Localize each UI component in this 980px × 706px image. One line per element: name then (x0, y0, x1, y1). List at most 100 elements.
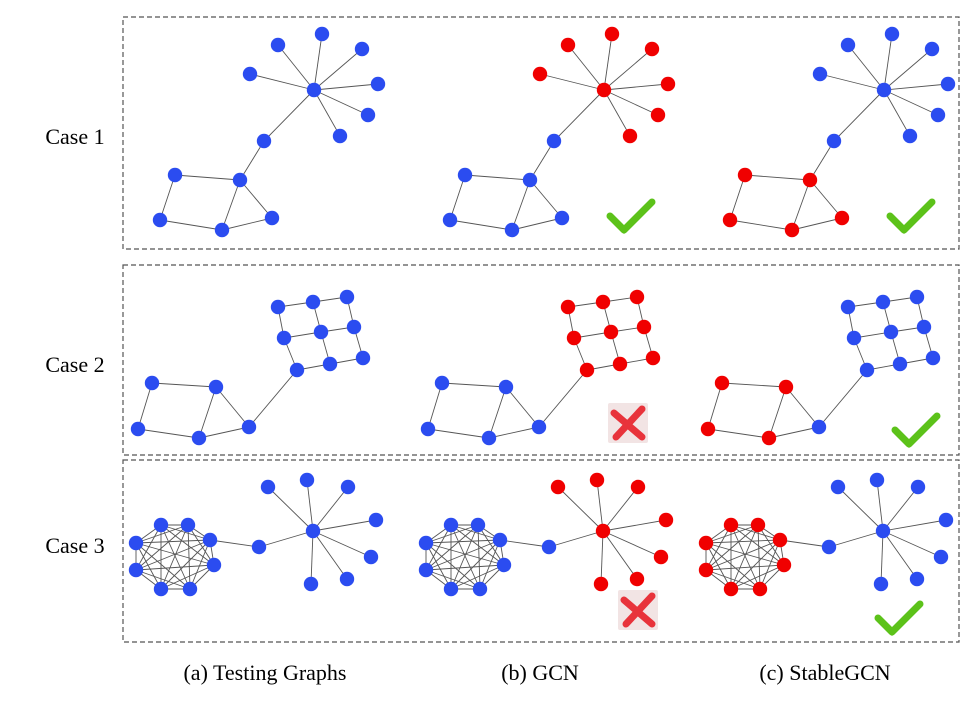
node-red (698, 562, 714, 578)
edge (450, 524, 479, 590)
check-icon (886, 198, 936, 235)
edge (603, 83, 669, 91)
edge (705, 539, 781, 571)
node-blue (830, 479, 846, 495)
nodes (698, 472, 954, 597)
edge (757, 524, 761, 590)
node-red (723, 517, 739, 533)
edge (427, 382, 443, 430)
check-brush (890, 204, 932, 235)
node-red (650, 107, 666, 123)
case-1-box (122, 16, 960, 250)
check-icon (874, 600, 924, 637)
node-blue (206, 557, 222, 573)
node-blue (884, 26, 900, 42)
nodes (418, 472, 674, 597)
node-red (723, 581, 739, 597)
node-blue (128, 562, 144, 578)
node-blue (339, 571, 355, 587)
edge (313, 89, 341, 137)
edge (159, 174, 176, 221)
node-blue (420, 421, 436, 437)
node-red (532, 66, 548, 82)
node-blue (883, 324, 899, 340)
node-blue (355, 350, 371, 366)
edge (160, 539, 211, 590)
node-blue (276, 330, 292, 346)
node-blue (256, 133, 272, 149)
node-red (550, 479, 566, 495)
edge (883, 48, 933, 91)
edge (744, 174, 811, 181)
case-2-label: Case 2 (45, 352, 105, 377)
node-blue (811, 419, 827, 435)
node-red (752, 581, 768, 597)
edge (135, 524, 189, 571)
edge (539, 73, 605, 91)
nodes (420, 289, 661, 446)
edge (882, 530, 942, 558)
node-blue (180, 517, 196, 533)
node-blue (916, 319, 932, 335)
edge (312, 486, 349, 532)
node-blue (925, 350, 941, 366)
edge (477, 524, 481, 590)
case-1-graph-3 (722, 26, 956, 238)
edge (529, 140, 555, 181)
edge (306, 479, 314, 532)
node-red (595, 523, 611, 539)
edge (312, 519, 377, 532)
node-blue (924, 41, 940, 57)
node-blue (144, 375, 160, 391)
nodes (722, 26, 956, 238)
node-red (629, 289, 645, 305)
case-2-graph-3 (700, 289, 941, 446)
edge (425, 524, 479, 571)
node-blue (892, 356, 908, 372)
edge (313, 89, 369, 116)
node-red (698, 535, 714, 551)
node-blue (554, 210, 570, 226)
node-blue (306, 82, 322, 98)
edge (876, 479, 884, 532)
edge (721, 382, 787, 388)
edge (538, 369, 588, 428)
graphs-layer (128, 26, 956, 597)
edge (135, 524, 189, 544)
node-blue (270, 299, 286, 315)
edge (135, 542, 215, 566)
node-blue (202, 532, 218, 548)
node-blue (933, 549, 949, 565)
edge (883, 33, 893, 91)
node-blue (457, 167, 473, 183)
case-3-graph-3 (698, 472, 954, 597)
edge (427, 428, 490, 439)
edge (441, 382, 507, 388)
node-blue (340, 479, 356, 495)
node-blue (938, 512, 954, 528)
node-red (596, 82, 612, 98)
node-blue (826, 133, 842, 149)
edge (557, 486, 604, 532)
edge (791, 179, 811, 231)
node-red (784, 222, 800, 238)
edge (198, 386, 217, 439)
node-red (560, 299, 576, 315)
edges (449, 33, 669, 231)
case-3-label: Case 3 (45, 533, 105, 558)
node-blue (418, 562, 434, 578)
node-blue (443, 517, 459, 533)
node-blue (910, 479, 926, 495)
edge (425, 542, 452, 590)
edge (425, 542, 505, 566)
edge (312, 530, 372, 558)
node-red (834, 210, 850, 226)
edge (602, 530, 638, 580)
case-boxes (122, 16, 960, 643)
node-blue (128, 535, 144, 551)
edge (785, 386, 820, 428)
edge (477, 524, 505, 566)
node-blue (314, 26, 330, 42)
node-red (604, 26, 620, 42)
edge (705, 542, 761, 590)
